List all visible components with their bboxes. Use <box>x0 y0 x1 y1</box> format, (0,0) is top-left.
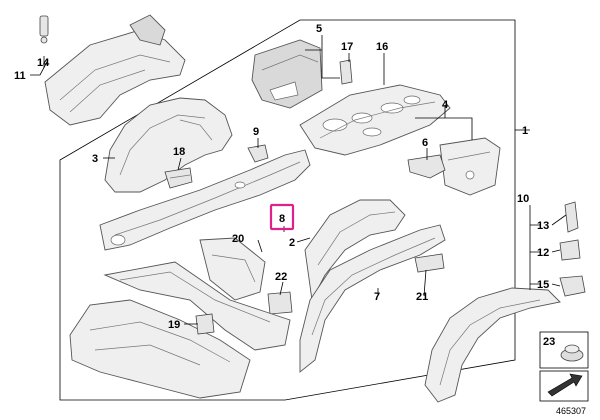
part-floor-panel-5[interactable] <box>251 39 323 109</box>
callout-5[interactable]: 5 <box>316 23 322 35</box>
callout-20[interactable]: 20 <box>232 233 244 245</box>
part-lower-rail[interactable] <box>103 261 291 351</box>
part-clip-17[interactable] <box>339 59 353 85</box>
callout-14[interactable]: 14 <box>37 57 50 69</box>
callout-10[interactable]: 10 <box>517 193 529 205</box>
diagram-number: 465307 <box>556 406 586 416</box>
part-wheel-arch-liner[interactable] <box>424 287 561 403</box>
part-longitudinal-member-8[interactable] <box>99 149 311 251</box>
part-tab-9[interactable] <box>247 144 269 163</box>
callout-19[interactable]: 19 <box>168 319 180 331</box>
callout-13[interactable]: 13 <box>537 220 549 232</box>
part-bracket-6[interactable] <box>407 154 446 179</box>
part-clip-12[interactable] <box>559 239 581 261</box>
callout-9[interactable]: 9 <box>253 126 259 138</box>
part-clip-14[interactable] <box>39 15 49 44</box>
callout-1[interactable]: 1 <box>522 125 528 137</box>
part-floor-section[interactable] <box>69 299 251 399</box>
callout-3[interactable]: 3 <box>92 153 98 165</box>
part-clip-22[interactable] <box>267 291 293 315</box>
part-rear-member-7[interactable] <box>299 224 446 373</box>
leader-lines <box>30 35 567 325</box>
part-floor-panel-16[interactable] <box>299 84 451 156</box>
part-clip-21[interactable] <box>414 253 445 273</box>
callout-labels: 1 2 3 4 5 6 7 8 9 10 11 12 13 14 15 16 1… <box>14 23 555 348</box>
part-clip-13[interactable] <box>564 201 579 233</box>
callout-6[interactable]: 6 <box>422 137 428 149</box>
callout-11[interactable]: 11 <box>14 70 26 82</box>
part-bracket-20[interactable] <box>199 237 266 301</box>
part-wheel-arch-shield[interactable] <box>44 14 186 126</box>
callout-2[interactable]: 2 <box>289 237 295 249</box>
rubber-clip-icon <box>539 331 589 369</box>
callout-21[interactable]: 21 <box>416 291 428 303</box>
callout-8[interactable]: 8 <box>279 213 285 225</box>
direction-arrow-icon <box>539 370 589 402</box>
callout-23[interactable]: 23 <box>543 336 555 348</box>
part-clip-15[interactable] <box>559 275 586 297</box>
part-wheel-house[interactable] <box>104 97 233 193</box>
part-support-bracket-4[interactable] <box>439 137 501 196</box>
callout-12[interactable]: 12 <box>537 247 549 259</box>
callout-4[interactable]: 4 <box>442 99 449 111</box>
callout-7[interactable]: 7 <box>374 291 380 303</box>
assembly-frame <box>59 19 516 401</box>
part-clip-19[interactable] <box>195 313 215 335</box>
callout-18[interactable]: 18 <box>173 146 185 158</box>
callout-15[interactable]: 15 <box>537 279 549 291</box>
callout-16[interactable]: 16 <box>376 41 388 53</box>
callout-17[interactable]: 17 <box>341 41 353 53</box>
highlight-box <box>269 203 295 231</box>
callout-22[interactable]: 22 <box>275 271 287 283</box>
part-bracket-18[interactable] <box>164 167 193 189</box>
